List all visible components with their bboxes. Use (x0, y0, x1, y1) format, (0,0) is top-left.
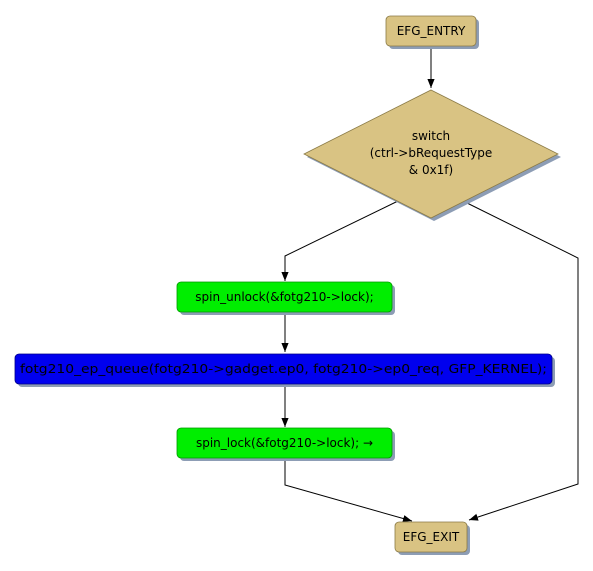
exit-node-box (394, 521, 468, 553)
entry-node-box (385, 15, 477, 47)
ep-queue-node-box (14, 353, 553, 385)
decision-node-line-1: switch (412, 129, 450, 143)
spin-unlock-node-label: spin_unlock(&fotg210->lock); (195, 290, 373, 304)
decision-node[interactable]: switch (ctrl->bRequestType & 0x1f) (303, 89, 561, 221)
edge-decision-to-spin-unlock (281, 200, 399, 281)
ep-queue-node[interactable]: fotg210_ep_queue(fotg210->gadget.ep0, fo… (14, 353, 555, 387)
edge-decision-to-exit (462, 200, 579, 521)
entry-node[interactable]: EFG_ENTRY (385, 15, 479, 49)
spin-unlock-node-box (176, 281, 393, 313)
spin-lock-node-box (176, 427, 393, 459)
decision-node-line-3: & 0x1f) (409, 163, 453, 177)
spin-unlock-node[interactable]: spin_unlock(&fotg210->lock); (176, 281, 395, 315)
exit-node[interactable]: EFG_EXIT (394, 521, 470, 555)
spin-lock-node-label: spin_lock(&fotg210->lock); → (196, 436, 373, 450)
exit-node-label: EFG_EXIT (403, 530, 460, 544)
spin-lock-node[interactable]: spin_lock(&fotg210->lock); → (176, 427, 395, 461)
edge-spin-lock-to-exit (284, 459, 413, 523)
edges (281, 46, 579, 523)
ep-queue-node-label: fotg210_ep_queue(fotg210->gadget.ep0, fo… (20, 362, 547, 376)
decision-node-line-2: (ctrl->bRequestType (370, 146, 493, 160)
entry-node-label: EFG_ENTRY (397, 24, 466, 38)
decision-node-diamond (303, 89, 559, 219)
